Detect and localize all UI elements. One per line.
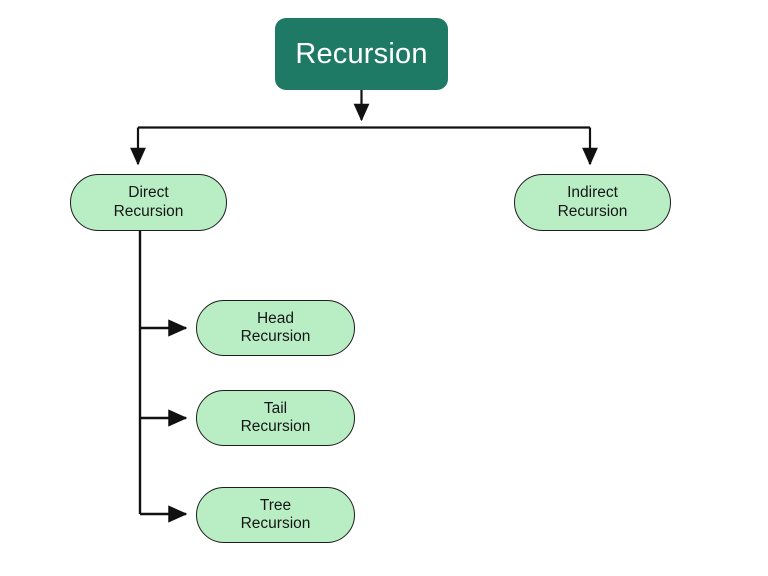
node-tree-recursion[interactable]: Tree Recursion — [196, 487, 355, 543]
node-tail-recursion[interactable]: Tail Recursion — [196, 390, 355, 446]
node-head-recursion[interactable]: Head Recursion — [196, 300, 355, 356]
node-direct-recursion[interactable]: Direct Recursion — [70, 174, 227, 231]
node-indirect-recursion[interactable]: Indirect Recursion — [514, 174, 671, 231]
node-recursion-root[interactable]: Recursion — [275, 18, 448, 90]
